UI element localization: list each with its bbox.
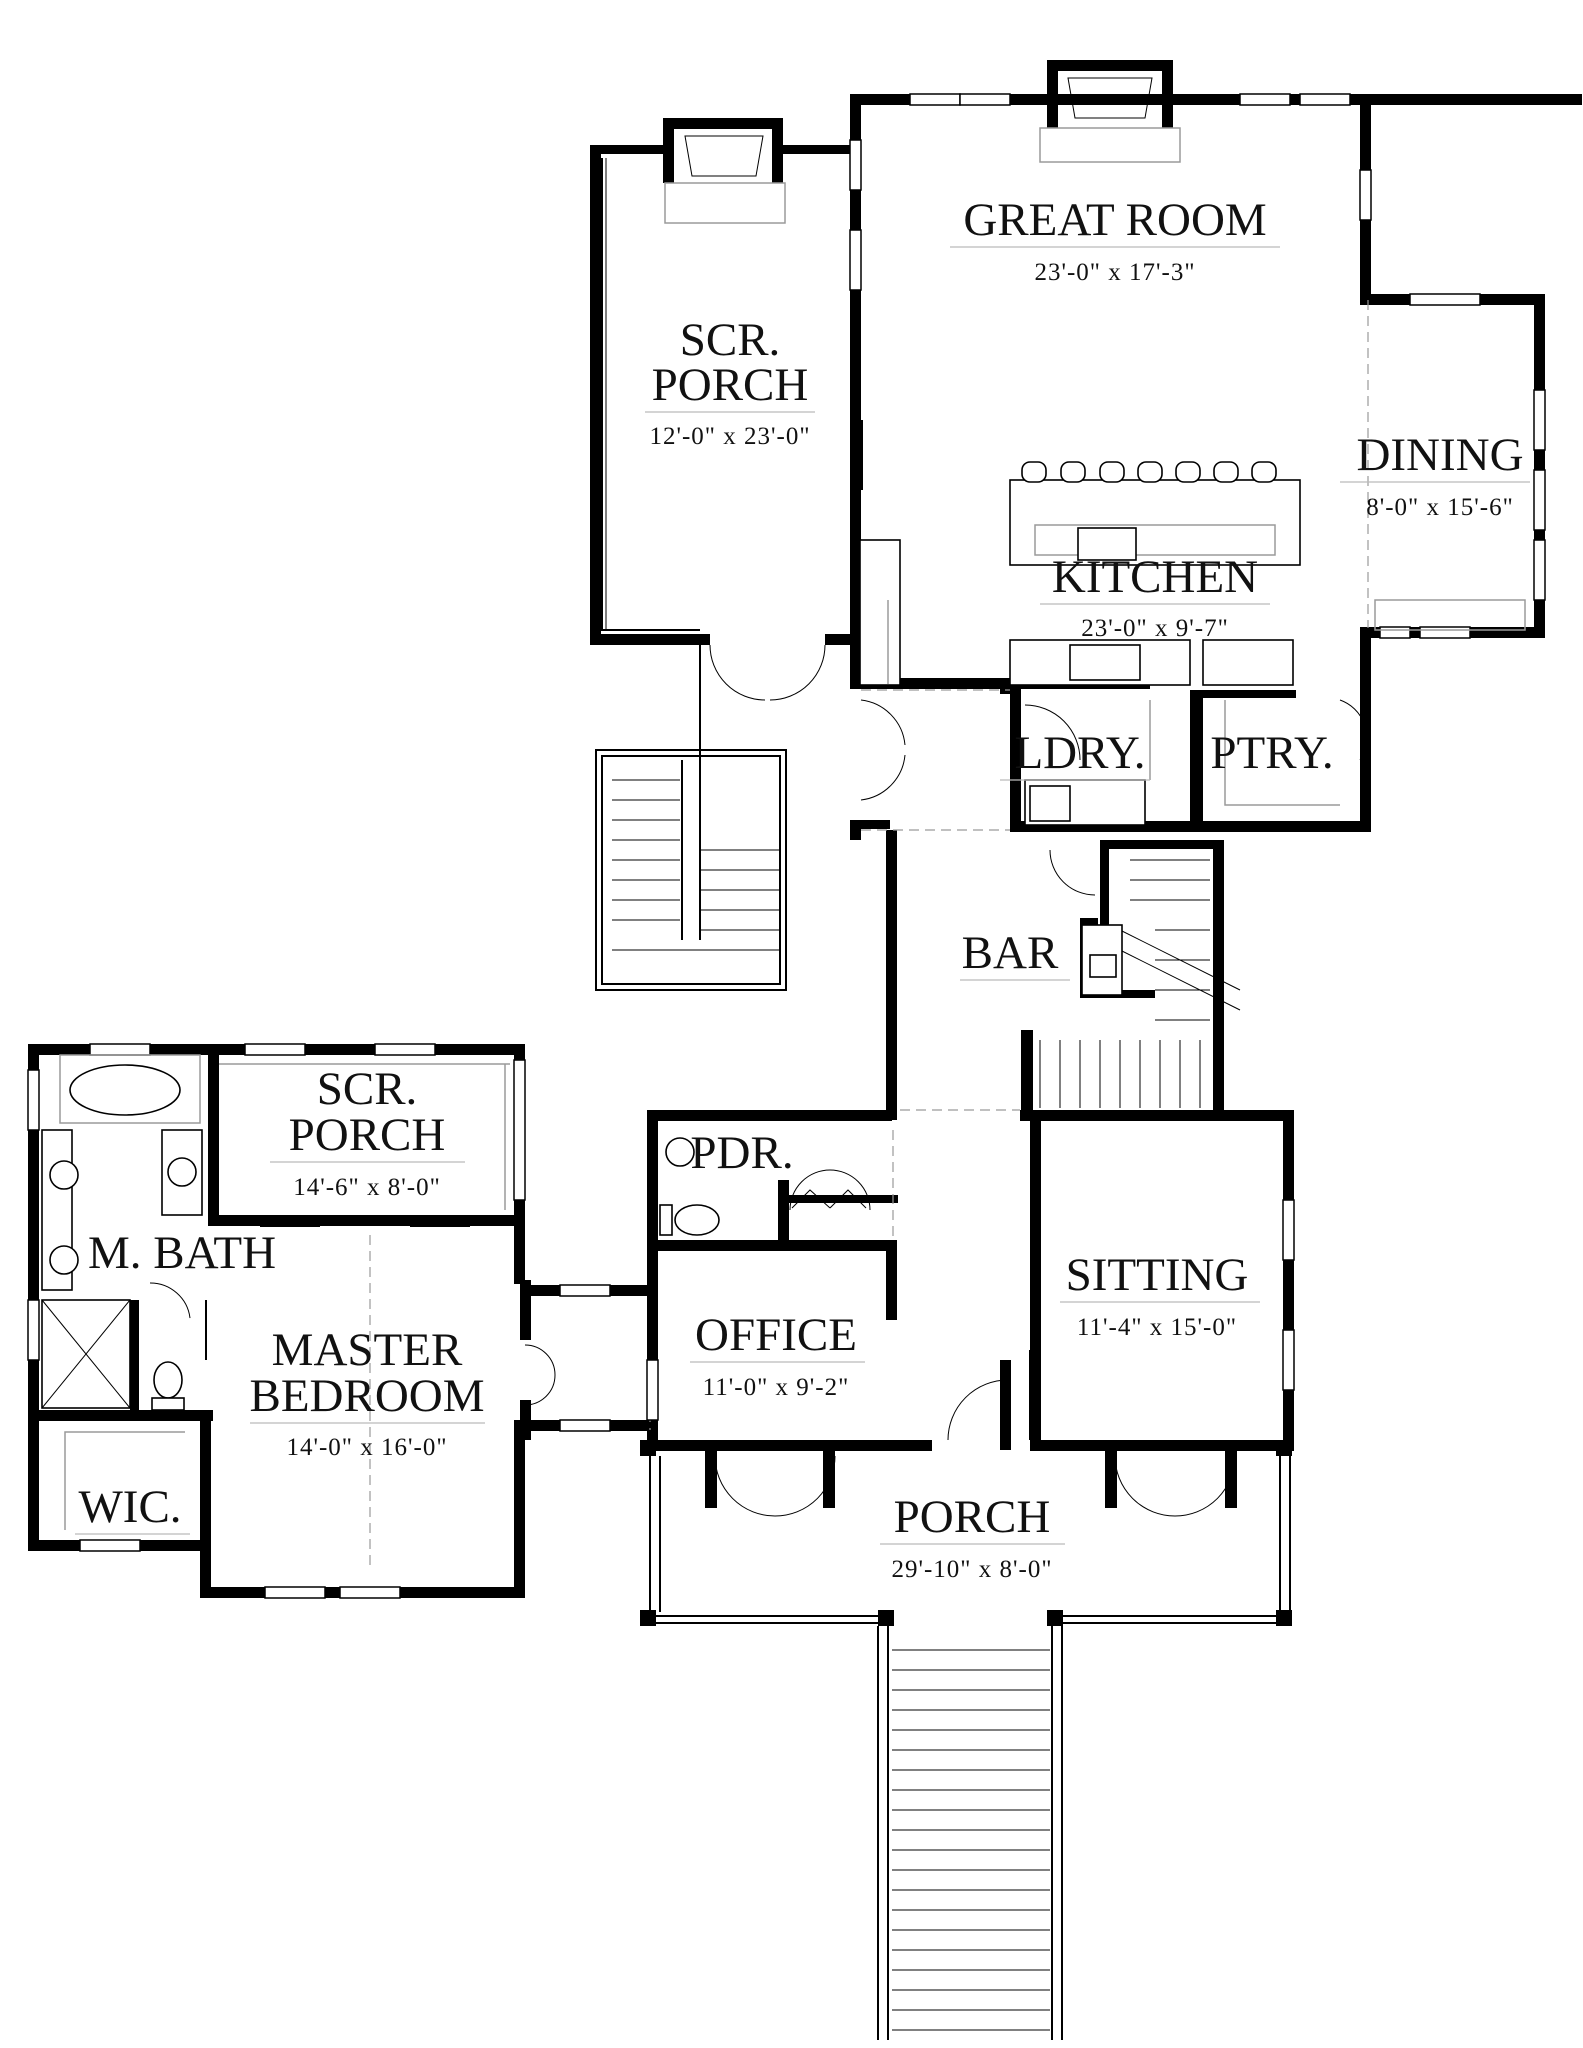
details: [27, 77, 1546, 2040]
master-bath-label: M. BATH: [88, 1227, 276, 1279]
dining-dims: 8'-0" x 15'-6": [1366, 494, 1514, 521]
pantry-label: PTRY.: [1210, 727, 1333, 779]
scr-porch-lower-label-1: SCR.: [317, 1063, 418, 1115]
scr-porch-upper-dims: 12'-0" x 23'-0": [649, 423, 810, 450]
master-bedroom-dims: 14'-0" x 16'-0": [286, 1434, 447, 1461]
scr-porch-lower-label-2: PORCH: [289, 1109, 446, 1161]
office-label: OFFICE: [695, 1309, 857, 1361]
great-room-dims: 23'-0" x 17'-3": [1034, 259, 1195, 286]
sitting-label: SITTING: [1066, 1249, 1249, 1301]
porch-label: PORCH: [894, 1491, 1051, 1543]
scr-porch-upper-label-1: SCR.: [680, 314, 781, 366]
scr-porch-lower-dims: 14'-6" x 8'-0": [293, 1174, 441, 1201]
dining-label: DINING: [1356, 429, 1523, 481]
laundry-label: LDRY.: [1014, 727, 1145, 779]
master-bedroom-label-2: BEDROOM: [249, 1370, 484, 1422]
office-dims: 11'-0" x 9'-2": [703, 1374, 850, 1401]
room-labels: GREAT ROOM 23'-0" x 17'-3" SCR. PORCH 12…: [75, 194, 1530, 1583]
wic-label: WIC.: [78, 1481, 181, 1533]
scr-porch-upper-label-2: PORCH: [652, 359, 809, 411]
kitchen-label: KITCHEN: [1052, 551, 1258, 603]
powder-label: PDR.: [690, 1127, 793, 1179]
sitting-dims: 11'-4" x 15'-0": [1077, 1314, 1237, 1341]
porch-dims: 29'-10" x 8'-0": [891, 1556, 1052, 1583]
master-bedroom-label-1: MASTER: [272, 1324, 463, 1376]
kitchen-dims: 23'-0" x 9'-7": [1081, 615, 1229, 642]
great-room-label: GREAT ROOM: [963, 194, 1266, 246]
bar-label: BAR: [962, 927, 1059, 979]
